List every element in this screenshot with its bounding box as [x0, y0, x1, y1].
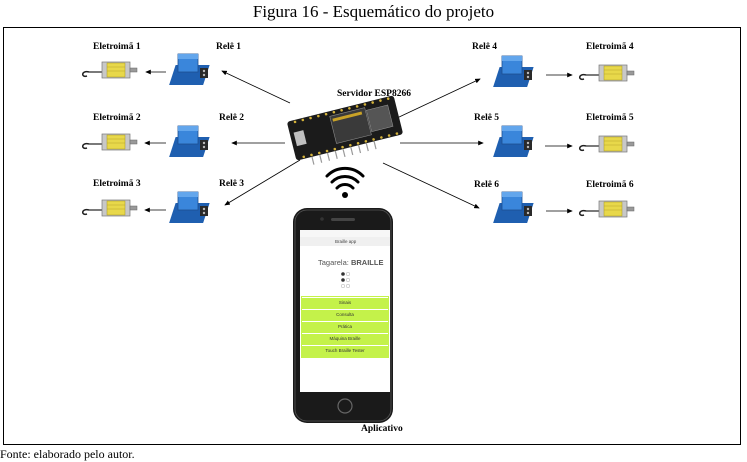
- relay-6-image: [492, 191, 535, 224]
- solenoid-6-image: [578, 200, 635, 218]
- app-header: Braille app: [335, 239, 357, 244]
- solenoid-1-label: Eletroimã 1: [93, 42, 141, 52]
- solenoid-4-label: Eletroimã 4: [586, 42, 634, 52]
- relay-2-label: Relê 2: [219, 113, 245, 123]
- app-menu-item-touch-braille-tester[interactable]: Touch Braille Tester: [302, 345, 388, 356]
- relay-1-label: Relê 1: [216, 42, 242, 52]
- relay-3-label: Relê 3: [219, 179, 245, 189]
- figure-caption: Figura 16 - Esquemático do projeto: [252, 2, 495, 21]
- figure-frame: [3, 27, 741, 445]
- solenoid-5-image: [578, 135, 635, 153]
- server-label: Servidor ESP8266: [337, 89, 411, 99]
- app-menu-item-maquina-braille[interactable]: Máquina Braille: [302, 333, 388, 344]
- solenoid-6-label: Eletroimã 6: [586, 180, 634, 190]
- esp8266-board-image: [287, 95, 403, 165]
- solenoid-3-image: [81, 199, 138, 217]
- wifi-icon: [325, 166, 365, 198]
- solenoid-4-image: [578, 64, 635, 82]
- figure-source-note: Fonte: elaborado pelo autor.: [0, 447, 135, 461]
- arrow-server-rele3: [224, 159, 301, 206]
- solenoid-3-label: Eletroimã 3: [93, 179, 141, 189]
- app-label: Aplicativo: [361, 424, 403, 434]
- relay-1-image: [168, 53, 211, 86]
- relay-4-label: Relê 4: [472, 42, 498, 52]
- solenoid-1-image: [81, 61, 138, 79]
- app-title-strong: BRAILLE: [350, 258, 384, 267]
- arrow-server-rele1: [221, 70, 291, 104]
- app-menu-item-consulta[interactable]: Consulta: [302, 309, 388, 320]
- solenoid-2-image: [81, 133, 138, 151]
- app-title: Tagarela: BRAILLE: [318, 258, 383, 267]
- app-menu-item-pratica[interactable]: Prática: [302, 321, 388, 332]
- solenoid-5-label: Eletroimã 5: [586, 113, 634, 123]
- relay-5-label: Relê 5: [474, 113, 500, 123]
- relay-6-label: Relê 6: [474, 180, 500, 190]
- app-title-prefix: Tagarela:: [318, 258, 349, 267]
- relay-5-image: [492, 125, 535, 158]
- relay-4-image: [492, 55, 535, 88]
- relay-3-image: [168, 191, 211, 224]
- arrow-server-rele6: [382, 162, 480, 209]
- solenoid-2-label: Eletroimã 2: [93, 113, 141, 123]
- app-menu-item-sinais[interactable]: Sinais: [302, 297, 388, 308]
- arrow-server-rele4: [396, 78, 481, 119]
- relay-2-image: [168, 125, 211, 158]
